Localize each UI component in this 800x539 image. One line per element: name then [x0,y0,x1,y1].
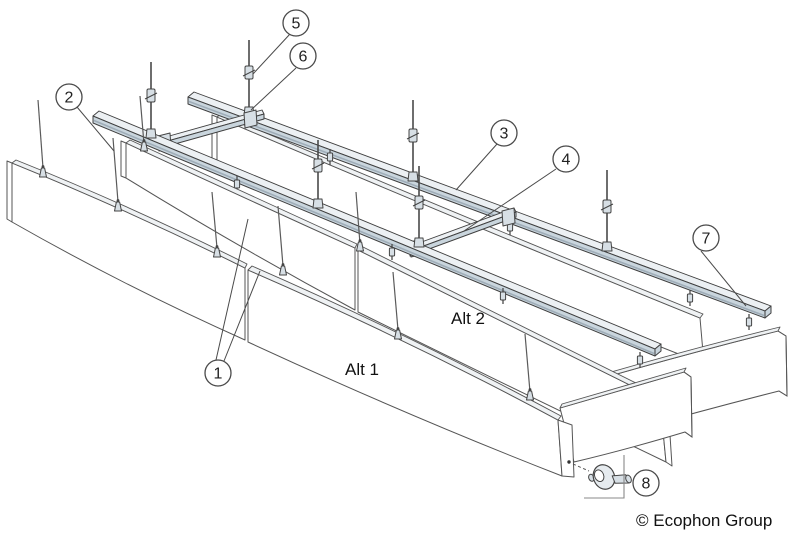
hanger-foot [413,237,425,248]
hanger-rods-front [144,62,426,248]
svg-text:5: 5 [292,16,301,33]
adjustment-clip [406,128,420,143]
hanger-rods-back [242,40,614,252]
rail-end-cap [764,305,772,319]
svg-text:4: 4 [562,152,571,169]
adjustment-clip [311,158,325,173]
callouts: 1 2 3 4 5 6 7 [55,9,747,497]
label-alt-2: Alt 2 [451,309,485,328]
wire-anchor [39,164,47,178]
callout-5: 5 [252,9,310,75]
carrier-rail-front [92,110,662,357]
suspension-clip [745,313,753,331]
wire-anchor [213,244,221,258]
carrier-rail-back [187,91,772,319]
hanger-foot [145,128,157,139]
callout-6: 6 [250,42,317,111]
svg-text:2: 2 [65,90,74,107]
callout-4: 4 [463,145,580,232]
suspension-clip [686,289,694,307]
hanger-foot [601,241,613,252]
crossbar-middle [407,207,517,258]
adjustment-clip [242,65,256,80]
label-alt-1: Alt 1 [345,360,379,379]
hanger-foot [407,171,419,182]
adjustment-clip [412,195,426,210]
svg-text:6: 6 [299,49,308,66]
svg-text:8: 8 [642,476,651,493]
end-connector-detail [572,455,632,499]
connector-hole [567,460,571,464]
end-connector [588,464,632,490]
callout-2: 2 [55,83,115,152]
callout-7: 7 [692,224,747,307]
svg-text:1: 1 [214,366,223,383]
adjustment-clip [144,88,158,103]
callout-8: 8 [632,469,660,497]
wire-anchor [114,198,122,212]
junction-connector [501,207,516,227]
hanger-foot [312,198,324,209]
rail-end-cap [654,343,662,357]
cross-baffle-middle [559,367,693,463]
detail-bracket [584,455,625,499]
copyright-text: © Ecophon Group [636,511,772,530]
baffle-row-front [6,159,575,478]
adjustment-clip [600,199,614,214]
baffle-row-back [211,113,705,365]
callout-1: 1 [204,218,261,387]
junction-connector [243,109,258,129]
wire-anchor [356,238,364,252]
suspension-wires [37,95,531,393]
svg-text:3: 3 [500,126,509,143]
callout-3: 3 [455,119,518,191]
svg-text:7: 7 [702,231,711,248]
